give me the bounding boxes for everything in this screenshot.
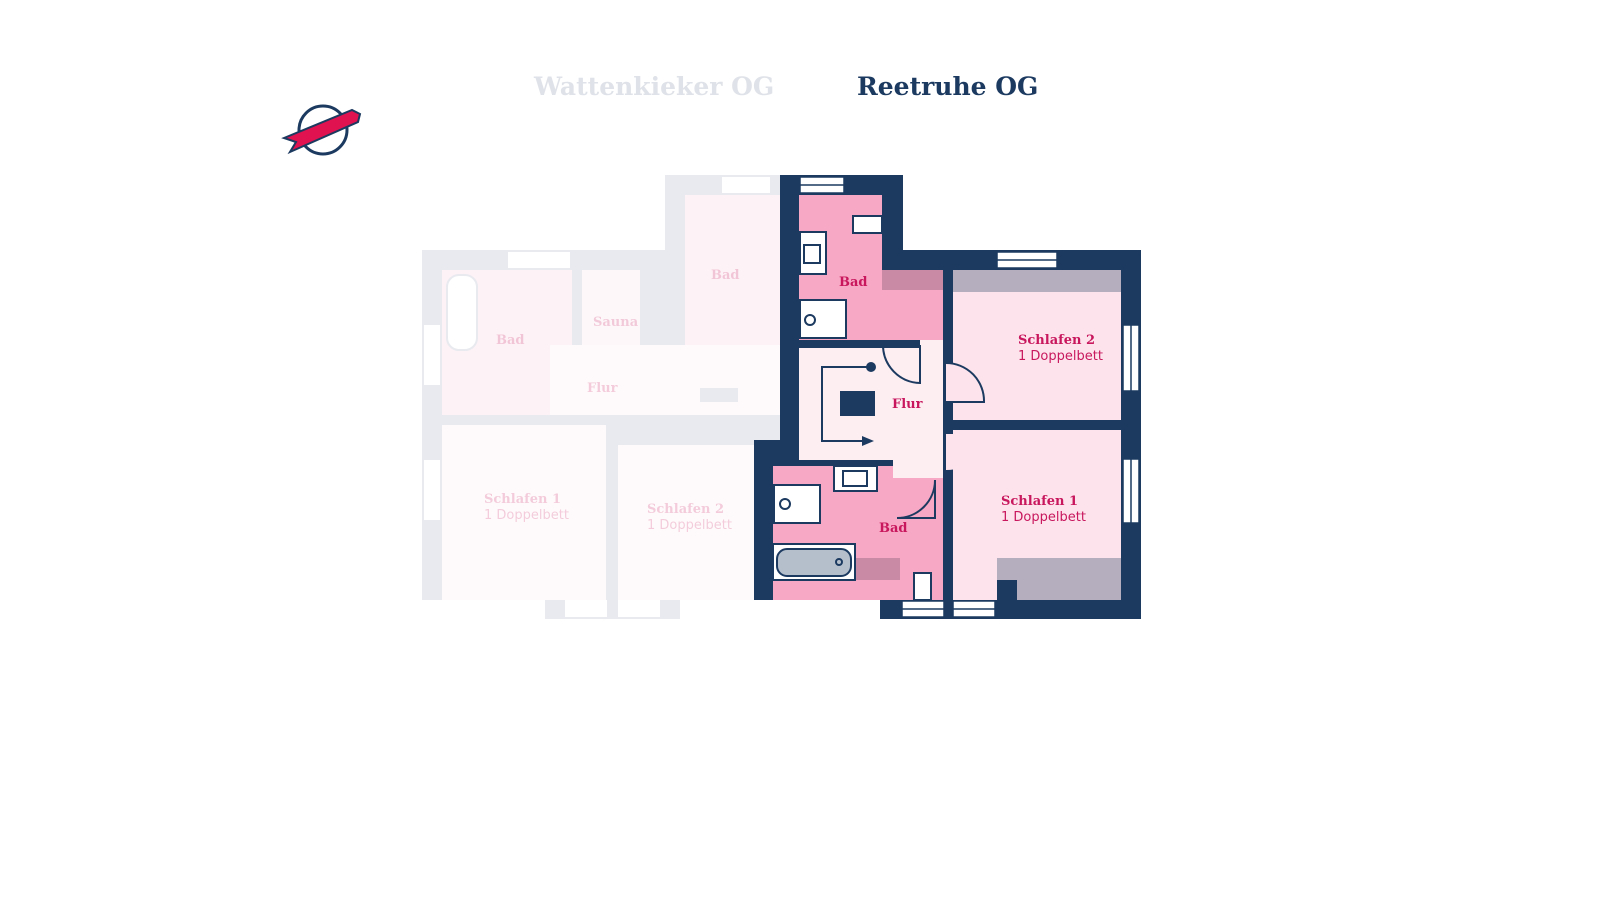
active-floor-plan: Bad Schlafen 2 1 Doppelbett Flur Bad Sch… (754, 175, 1141, 619)
room-flur (550, 345, 780, 415)
room-label-bad-bottom: Bad (879, 521, 908, 536)
tab-wattenkieker-og[interactable]: Wattenkieker OG (534, 72, 775, 101)
room-sauna (582, 270, 640, 350)
room-schlafen-2 (618, 445, 754, 600)
room-bad (685, 195, 780, 345)
room-beds-schlafen-2: 1 Doppelbett (1018, 349, 1103, 364)
room-label-flur: Flur (892, 397, 923, 412)
room-label: Schlafen 1 (484, 492, 561, 507)
inactive-floor-plan[interactable]: Bad Sauna Bad Flur Schlafen 1 1 Doppelbe… (422, 175, 780, 619)
room-label: Bad (711, 268, 740, 283)
room-beds: 1 Doppelbett (484, 508, 569, 523)
room-label-bad-top: Bad (839, 275, 868, 290)
room-beds: 1 Doppelbett (647, 518, 732, 533)
room-label: Schlafen 2 (647, 502, 724, 517)
room-label-schlafen-2: Schlafen 2 (1018, 333, 1095, 348)
room-label: Bad (496, 333, 525, 348)
room-label: Sauna (593, 315, 639, 330)
room-beds-schlafen-1: 1 Doppelbett (1001, 510, 1086, 525)
room-label-schlafen-1: Schlafen 1 (1001, 494, 1078, 509)
ribbon-globe-icon (281, 104, 362, 156)
tab-reetruhe-og[interactable]: Reetruhe OG (857, 72, 1039, 101)
windows (799, 176, 1140, 618)
room-label: Flur (587, 381, 618, 396)
room-schlafen-1 (442, 425, 606, 600)
